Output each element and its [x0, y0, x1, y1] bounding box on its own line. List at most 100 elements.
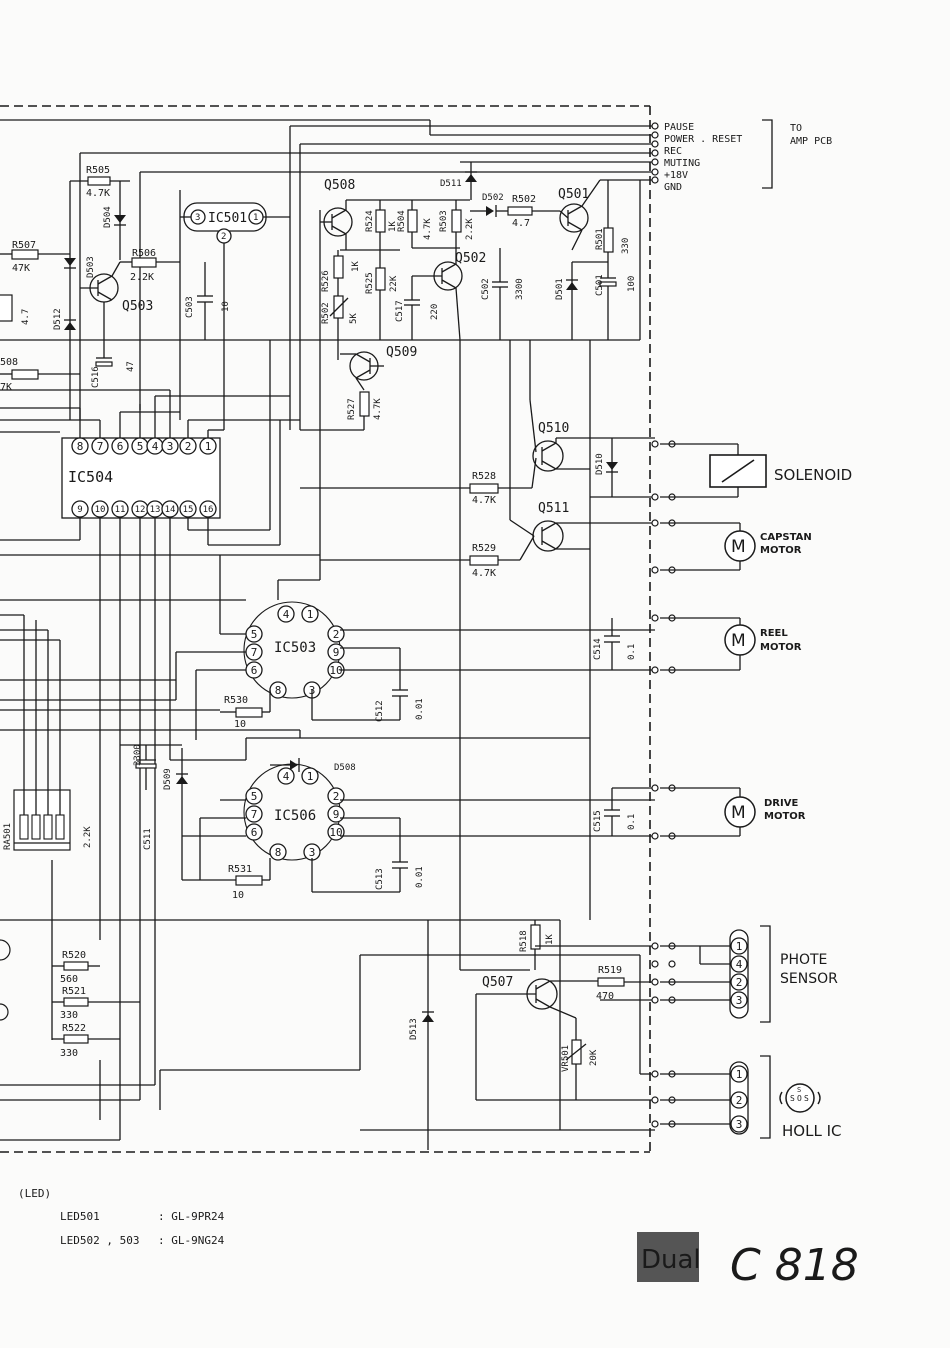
- ic503-pin-8-label: 8: [275, 684, 282, 697]
- ic504-pin-2-label: 2: [185, 440, 192, 453]
- footer: (LED) LED501 : GL-9PR24 LED502 , 503 : G…: [18, 1187, 859, 1291]
- r505-value: 4.7K: [86, 188, 110, 199]
- led502-part: LED502 , 503: [60, 1234, 139, 1247]
- r502-label: R502: [512, 194, 536, 205]
- q501-symbol: [559, 203, 589, 233]
- r502b-value: 5K: [349, 313, 359, 324]
- r521-label: R521: [62, 986, 86, 997]
- r526-label: R526: [321, 270, 331, 292]
- r524-label: R524: [365, 210, 375, 232]
- ic503-pin-4-label: 4: [283, 608, 290, 621]
- r503-label: R503: [439, 210, 449, 232]
- r502b-label: R502: [321, 302, 331, 324]
- c515-label: C515: [593, 810, 603, 832]
- ic504-pin-5-label: 5: [137, 440, 144, 453]
- reel-motor-m: M: [731, 631, 746, 651]
- board-outline: [0, 105, 651, 1153]
- ra501-label: RA501: [3, 823, 13, 850]
- r518-value: 1K: [545, 934, 555, 945]
- c515-value: 0.1: [627, 814, 637, 830]
- dual-logo-text: Dual: [641, 1245, 701, 1275]
- ic504-pin-13-label: 13: [150, 505, 161, 515]
- c511-value: 3300: [133, 744, 143, 766]
- holl-symbol-mid: O: [797, 1094, 802, 1103]
- q501-label: Q501: [558, 187, 589, 202]
- d511-label: D511: [440, 179, 462, 189]
- q510-label: Q510: [538, 421, 569, 436]
- d503-label: D503: [86, 256, 96, 278]
- ic503-label: IC503: [274, 640, 316, 656]
- connector-pause: PAUSE: [664, 122, 694, 133]
- d502-symbol: [486, 206, 494, 216]
- q507-section: R518 1K Q507 R519 470 VR501 20K: [360, 340, 655, 1131]
- c502-value: 3300: [515, 278, 525, 300]
- edge-terminal: [651, 519, 659, 527]
- ic506-pin-1-label: 1: [307, 770, 314, 783]
- ic503-pin-2-label: 2: [333, 628, 340, 641]
- r501-value: 330: [621, 238, 631, 254]
- ic504-pin-10-label: 10: [95, 505, 106, 515]
- capstan-motor-m: M: [731, 537, 746, 557]
- ic504-pin-11: [111, 500, 129, 518]
- q503-label: Q503: [122, 299, 153, 314]
- edge-terminal: [651, 784, 659, 792]
- r503-value: 2.2K: [465, 218, 475, 240]
- d510-symbol: [606, 462, 618, 470]
- d512-label: D512: [53, 308, 63, 330]
- c511-label: C511: [143, 828, 153, 850]
- ic506-pin-7: [245, 805, 263, 823]
- ic506-pin-6-label: 6: [251, 826, 258, 839]
- capstan-label-2: MOTOR: [760, 545, 802, 556]
- c517-label: C517: [395, 300, 405, 322]
- d513-label: D513: [409, 1018, 419, 1040]
- ic504-pin-8-label: 8: [77, 440, 84, 453]
- photo-sensor-bracket: [760, 925, 771, 1023]
- ic504-pin-6-label: 6: [117, 440, 124, 453]
- r518-label: R518: [519, 930, 529, 952]
- ic503-pin-7-label: 7: [251, 646, 258, 659]
- ic504-pin-11-label: 11: [115, 505, 126, 515]
- d510-label: D510: [595, 453, 605, 475]
- ic504-pin-1-label: 1: [205, 440, 212, 453]
- c512-label: C512: [375, 700, 385, 722]
- ic506-pin-8: [269, 843, 287, 861]
- r522-label: R522: [62, 1023, 86, 1034]
- ic506-pin-6: [245, 823, 263, 841]
- c513-label: C513: [375, 868, 385, 890]
- c501-value: 100: [627, 276, 637, 292]
- r528-value: 4.7K: [472, 495, 496, 506]
- c512-value: 0.01: [415, 698, 425, 720]
- r504-value: 4.7K: [423, 218, 433, 240]
- vr501-value: 20K: [589, 1049, 599, 1066]
- c514-value: 0.1: [627, 644, 637, 660]
- ic503-pin-1: [301, 605, 319, 623]
- q509-label: Q509: [386, 345, 417, 360]
- connector-18v: +18V: [664, 170, 688, 181]
- q511-symbol: [532, 520, 564, 552]
- led501-value: : GL-9PR24: [158, 1210, 225, 1223]
- r527-label: R527: [347, 398, 357, 420]
- reel-label-1: REEL: [760, 628, 788, 639]
- c501-label: C501: [595, 274, 605, 296]
- amp-pcb-label: AMP PCB: [790, 136, 832, 147]
- c517-value: 220: [430, 304, 440, 320]
- r506-label: R506: [132, 248, 156, 259]
- ic506-label: IC506: [274, 808, 316, 824]
- d509-label: D509: [163, 768, 173, 790]
- r520-label: R520: [62, 950, 86, 961]
- r521-value: 330: [60, 1010, 78, 1021]
- c502-label: C502: [481, 278, 491, 300]
- r529-label: R529: [472, 543, 496, 554]
- ic506-pin-5-label: 5: [251, 790, 258, 803]
- ic504-pin-16-label: 16: [203, 505, 214, 515]
- ic506-pin-9-label: 9: [333, 808, 340, 821]
- holl-ic-pin-1-label: 1: [736, 1068, 743, 1081]
- d508-symbol: [290, 760, 298, 770]
- ic504-pin-7-label: 7: [97, 440, 104, 453]
- ra501-array: RA501 2.2K: [0, 599, 246, 851]
- ic506-pin-2-label: 2: [333, 790, 340, 803]
- connector-muting: MUTING: [664, 158, 700, 169]
